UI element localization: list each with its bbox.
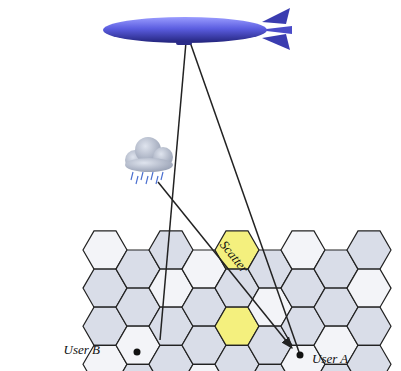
- hex-cell: [347, 231, 391, 269]
- rain-cloud: [125, 137, 173, 184]
- rain-drop: [131, 172, 133, 180]
- rain-drop: [146, 176, 148, 184]
- hex-cell: [347, 269, 391, 307]
- user-dot: [297, 352, 304, 359]
- user-dot: [134, 349, 141, 356]
- user-label: User B: [64, 343, 100, 356]
- hex-cell: [347, 307, 391, 345]
- rain-drop: [161, 172, 163, 180]
- user-label: User A: [312, 352, 348, 365]
- rain-drop: [141, 172, 143, 180]
- rain-drop: [136, 176, 138, 184]
- cell-grid: [83, 231, 391, 371]
- rain-drop: [151, 172, 153, 180]
- hex-cell: [347, 345, 391, 371]
- scatter-arrow: [158, 182, 292, 348]
- beam-line: [190, 42, 299, 352]
- airship: [103, 8, 292, 50]
- beam-line: [160, 42, 186, 340]
